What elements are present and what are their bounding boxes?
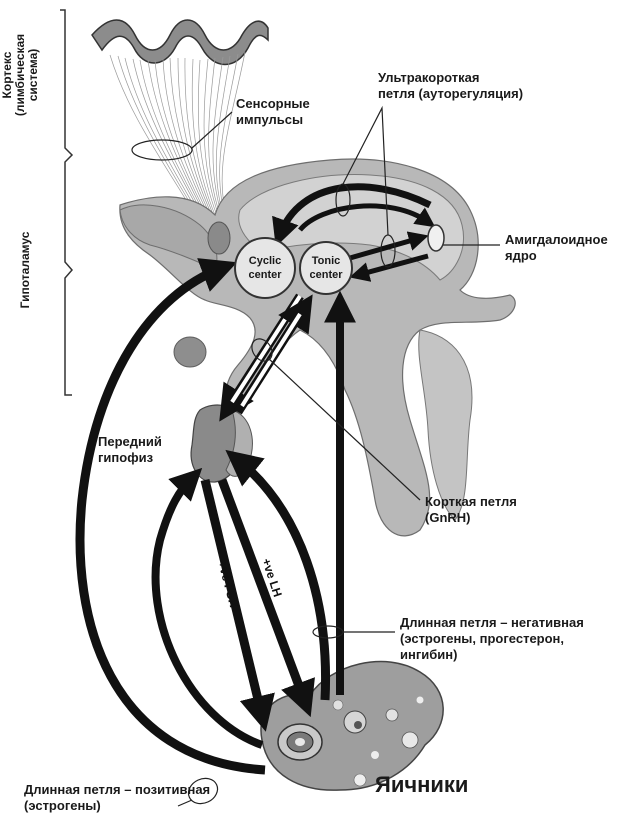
long-negative-loop-label: Длинная петля – негативная (эстрогены, п… [400, 615, 584, 663]
sensory-impulses-label: Сенсорные импульсы [236, 96, 310, 128]
ovaries-label: Яичники [375, 777, 468, 793]
long-positive-loop-label: Длинная петля – позитивная (эстрогены) [24, 782, 210, 814]
arrow-ovary-to-pituitary-left [156, 478, 262, 745]
amygdala-node [428, 225, 444, 251]
hypothalamus-bracket [65, 165, 72, 395]
tonic-center-line1: Tonic [312, 255, 341, 267]
cyclic-center-line2: center [248, 269, 282, 281]
short-loop-label: Корткая петля (GnRH) [425, 494, 517, 526]
pituitary-gland [191, 405, 252, 482]
tonic-center-node: Tonic center [300, 242, 352, 294]
pituitary-label: Передний гипофиз [98, 434, 162, 466]
cortex-bracket [60, 10, 72, 165]
follicle-small [344, 711, 366, 733]
amygdala-label: Амигдалоидное ядро [505, 232, 608, 264]
cortex-side-label: Кортекс (лимбическая система) [1, 20, 41, 130]
ultrashort-loop-label: Ультракороткая петля (ауторегуляция) [378, 70, 523, 102]
tonic-center-line2: center [309, 269, 343, 281]
cyclic-center-line1: Cyclic [249, 255, 281, 267]
fsh-label: +ve FSH [215, 559, 241, 609]
hypothalamus-side-label: Гипоталамус [19, 225, 35, 315]
ovary [261, 662, 443, 791]
cyclic-center-node: Cyclic center [235, 238, 295, 298]
